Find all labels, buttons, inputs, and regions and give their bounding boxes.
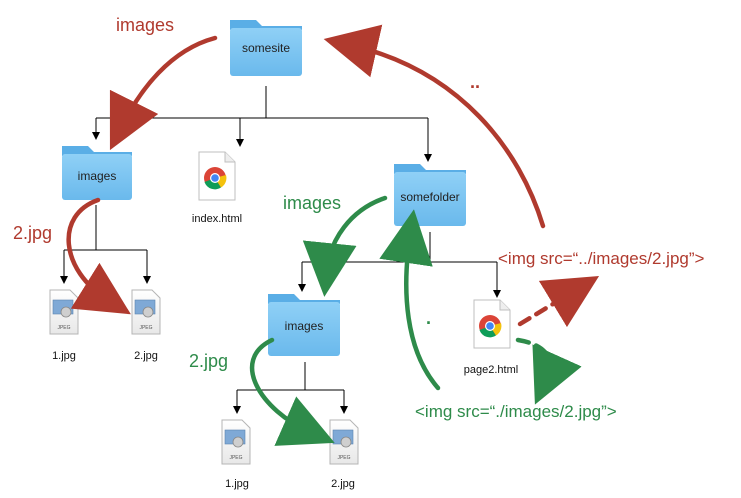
red-code-snippet: <img src=“../images/2.jpg”>: [498, 249, 705, 268]
red-label-images: images: [116, 15, 174, 35]
green-arrow-to-2jpg-sub: [249, 337, 335, 446]
green-label-dot: .: [426, 308, 431, 328]
green-code-snippet: <img src=“./images/2.jpg”>: [415, 402, 617, 421]
file-label-page2: page2.html: [464, 364, 518, 376]
folder-label-somesite: somesite: [242, 41, 290, 55]
red-arrow-up-to-somesite: [323, 24, 546, 229]
tree-lines: [60, 86, 501, 414]
red-label-dotdot: ..: [470, 72, 480, 92]
file-label-1jpg-top: 1.jpg: [52, 350, 76, 362]
green-path-arrows: [249, 195, 582, 446]
red-arrow-to-images-top: [109, 35, 218, 151]
folder-icon: [62, 146, 132, 200]
green-arrow-up-to-somefolder: [379, 209, 441, 391]
file-2jpg-sub[interactable]: JPEG 2.jpg: [329, 419, 359, 490]
jpeg-badge: JPEG: [57, 325, 70, 331]
red-path-arrows: [66, 24, 600, 328]
jpeg-badge: JPEG: [337, 455, 350, 461]
file-index-html[interactable]: index.html: [192, 151, 242, 225]
chrome-html-file-icon: [198, 151, 236, 201]
jpeg-file-icon: JPEG: [131, 289, 161, 335]
file-2jpg-top[interactable]: JPEG 2.jpg: [131, 289, 161, 362]
chrome-html-file-icon: [473, 299, 511, 349]
folder-somesite[interactable]: somesite: [230, 20, 302, 76]
folder-icon: [230, 20, 302, 76]
green-label-2jpg: 2.jpg: [189, 351, 228, 371]
red-dashed-arrow-to-code: [517, 275, 600, 328]
file-1jpg-sub[interactable]: JPEG 1.jpg: [221, 419, 251, 490]
jpeg-badge: JPEG: [139, 325, 152, 331]
file-label-1jpg-sub: 1.jpg: [225, 478, 249, 490]
folder-images-top[interactable]: images: [62, 146, 132, 200]
file-label-index: index.html: [192, 213, 242, 225]
folder-label-images-top: images: [78, 169, 117, 183]
jpeg-badge: JPEG: [229, 455, 242, 461]
red-label-2jpg: 2.jpg: [13, 223, 52, 243]
green-arrow-to-images-sub: [302, 195, 388, 297]
file-label-2jpg-top: 2.jpg: [134, 350, 158, 362]
jpeg-file-icon: JPEG: [49, 289, 79, 335]
green-dashed-arrow-to-code: [515, 337, 582, 405]
jpeg-file-icon: JPEG: [329, 419, 359, 465]
folder-label-images-sub: images: [285, 319, 324, 333]
folder-somefolder[interactable]: somefolder: [394, 164, 466, 226]
folder-icon: [268, 294, 340, 356]
folder-images-sub[interactable]: images: [268, 294, 340, 356]
green-label-images: images: [283, 193, 341, 213]
folder-label-somefolder: somefolder: [400, 190, 459, 204]
jpeg-file-icon: JPEG: [221, 419, 251, 465]
red-arrow-to-2jpg-top: [66, 197, 131, 315]
file-label-2jpg-sub: 2.jpg: [331, 478, 355, 490]
file-1jpg-top[interactable]: JPEG 1.jpg: [49, 289, 79, 362]
file-page2-html[interactable]: page2.html: [464, 299, 518, 376]
